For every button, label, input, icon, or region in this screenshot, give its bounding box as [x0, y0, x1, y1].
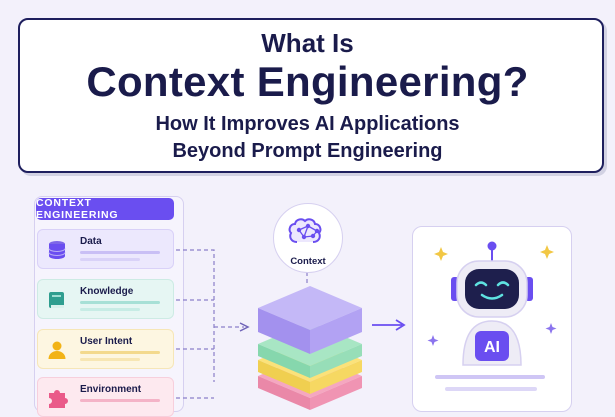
page-title: Context Engineering? — [86, 58, 529, 105]
database-icon — [48, 241, 66, 259]
context-label: Context — [290, 256, 326, 267]
brain-network-icon — [288, 218, 322, 243]
layer-purple — [258, 286, 362, 354]
item-user-intent: User Intent — [37, 329, 174, 369]
placeholder-line — [80, 399, 160, 402]
placeholder-line — [80, 251, 160, 254]
item-knowledge: Knowledge — [37, 279, 174, 319]
ai-card: AI — [412, 226, 572, 412]
puzzle-icon — [49, 390, 68, 408]
placeholder-line — [80, 358, 140, 361]
placeholder-line — [80, 308, 140, 311]
item-label: Data — [80, 236, 102, 247]
book-icon — [49, 292, 64, 308]
placeholder-line — [80, 258, 140, 261]
ai-badge: AI — [484, 339, 500, 356]
context-engineering-header: CONTEXT ENGINEERING — [36, 197, 174, 221]
item-label: User Intent — [80, 336, 133, 347]
placeholder-line — [80, 351, 160, 354]
item-label: Knowledge — [80, 286, 134, 297]
title-card — [18, 18, 604, 173]
placeholder-line — [80, 301, 160, 304]
subtitle-line-2: Beyond Prompt Engineering — [172, 140, 443, 162]
context-node — [273, 203, 343, 273]
subtitle-line-1: How It Improves AI Applications — [155, 113, 460, 135]
title-prefix: What Is — [261, 28, 354, 58]
item-data: Data — [37, 229, 174, 269]
sparkle-icon — [434, 245, 554, 261]
robot-icon: AI — [427, 241, 557, 391]
context-layer-stack — [258, 286, 362, 410]
item-label: Environment — [80, 384, 142, 395]
user-icon — [48, 341, 66, 359]
